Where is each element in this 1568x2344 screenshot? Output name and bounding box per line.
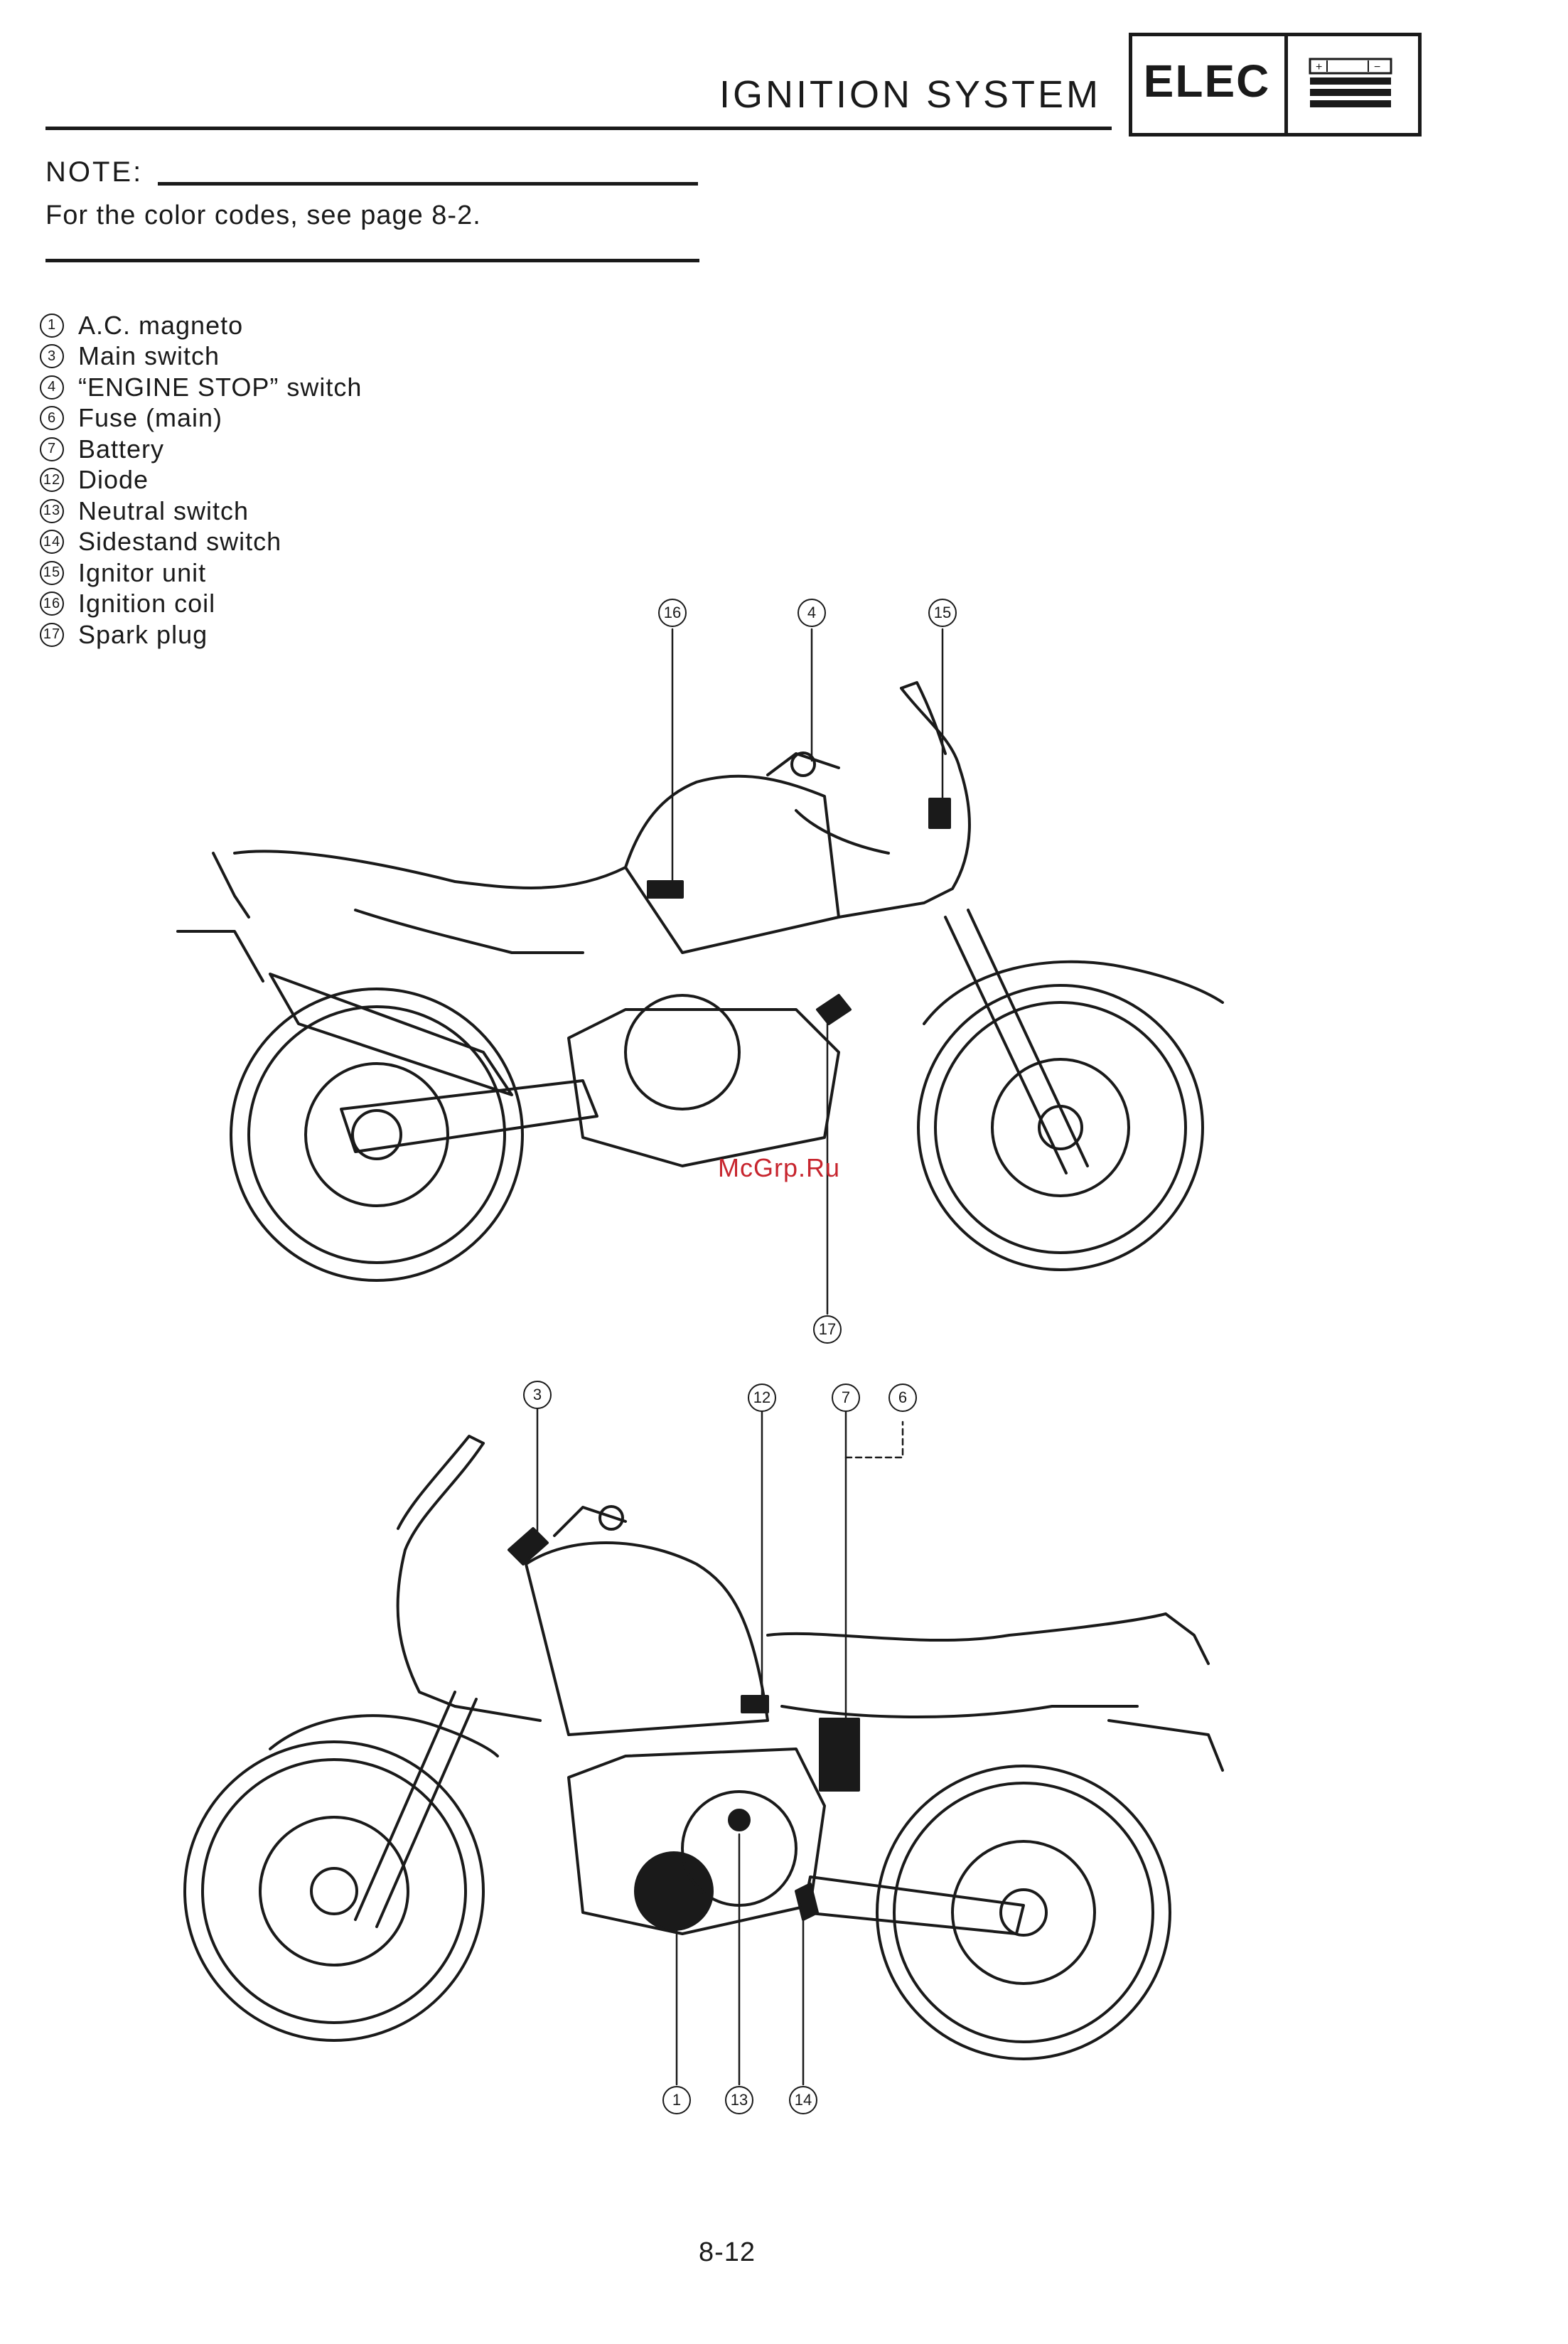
motorcycle-left-side-drawing (185, 1436, 1223, 2059)
callout-14: 14 (789, 2086, 817, 2114)
callout-17: 17 (813, 1315, 842, 1344)
callout-1: 1 (662, 2086, 691, 2114)
callout-15: 15 (928, 599, 957, 627)
callout-12: 12 (748, 1384, 776, 1412)
motorcycle-right-side-drawing (178, 683, 1223, 1280)
watermark: McGrp.Ru (718, 1153, 840, 1183)
callout-4: 4 (798, 599, 826, 627)
callout-16: 16 (658, 599, 687, 627)
callout-6: 6 (888, 1384, 917, 1412)
callout-13: 13 (725, 2086, 753, 2114)
callout-7: 7 (832, 1384, 860, 1412)
page-number: 8-12 (699, 2237, 756, 2268)
callout-3: 3 (523, 1381, 552, 1409)
